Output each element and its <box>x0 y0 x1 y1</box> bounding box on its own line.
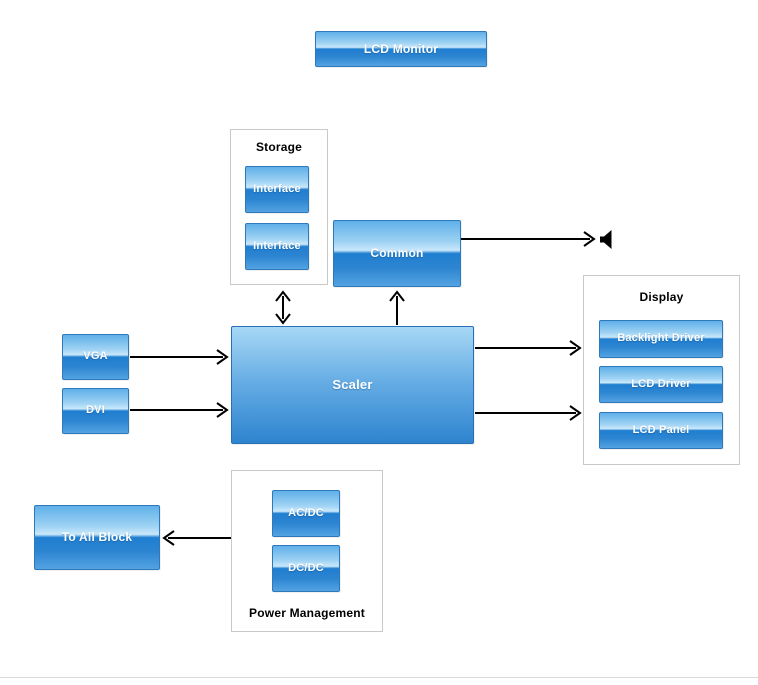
arrow-storage-scaler-bidirectional <box>275 290 291 325</box>
speaker-icon <box>600 230 612 249</box>
arrow-common-to-speaker <box>461 231 596 247</box>
block-interface-1: Interface <box>245 166 309 213</box>
block-lcd-panel: LCD Panel <box>599 412 723 449</box>
group-power-management-label: Power Management <box>249 606 365 620</box>
block-to-all-block: To All Block <box>34 505 160 570</box>
block-vga: VGA <box>62 334 129 380</box>
bottom-divider-line <box>0 677 758 678</box>
arrow-power-to-all-block <box>162 530 231 546</box>
block-acdc: AC/DC <box>272 490 340 537</box>
block-lcd-monitor: LCD Monitor <box>315 31 487 67</box>
block-dvi: DVI <box>62 388 129 434</box>
arrow-scaler-to-common <box>389 290 405 325</box>
block-dcdc: DC/DC <box>272 545 340 592</box>
block-lcd-driver: LCD Driver <box>599 366 723 403</box>
arrow-scaler-to-lcd-panel <box>475 405 582 421</box>
block-common: Common <box>333 220 461 287</box>
block-scaler: Scaler <box>231 326 474 444</box>
block-backlight-driver: Backlight Driver <box>599 320 723 358</box>
arrow-scaler-to-backlight-driver <box>475 340 582 356</box>
group-display-label: Display <box>639 290 684 304</box>
block-interface-2: Interface <box>245 223 309 270</box>
group-storage-label: Storage <box>255 140 303 154</box>
arrow-dvi-to-scaler <box>130 402 229 418</box>
arrow-vga-to-scaler <box>130 349 229 365</box>
